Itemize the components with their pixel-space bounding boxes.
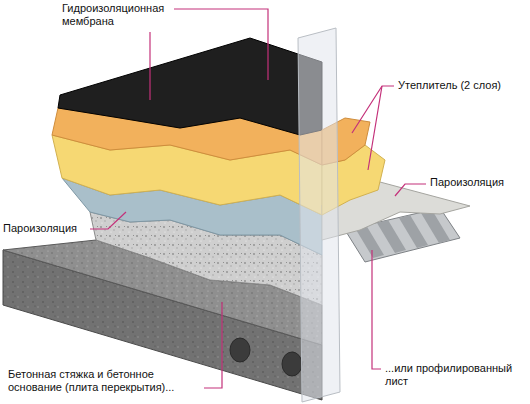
callout-label: Утеплитель (2 слоя): [398, 79, 524, 92]
slab-hole: [230, 338, 250, 362]
leader-line: [395, 184, 426, 196]
slab-hole: [282, 352, 302, 376]
callout-label: Гидроизоляционная мембрана: [62, 2, 177, 28]
leader-line: [372, 250, 381, 369]
callout-label: Пароизоляция: [430, 176, 526, 189]
leader-line: [174, 9, 268, 80]
leader-line: [90, 212, 126, 229]
membrane-layer: [58, 38, 322, 135]
profiled-rib: [377, 220, 406, 253]
leader-line: [149, 32, 150, 100]
leader-line: [352, 86, 394, 133]
profiled-rib: [421, 210, 450, 243]
callout-label: Бетонная стяжка и бетонное основание (пл…: [8, 368, 208, 394]
profiled-rib: [399, 215, 428, 248]
callout-label: Пароизоляция: [3, 222, 88, 235]
section-plane: [298, 28, 340, 402]
leader-line: [368, 86, 382, 170]
callout-label: ...или профилированный лист: [385, 362, 525, 388]
leader-line: [204, 302, 222, 388]
